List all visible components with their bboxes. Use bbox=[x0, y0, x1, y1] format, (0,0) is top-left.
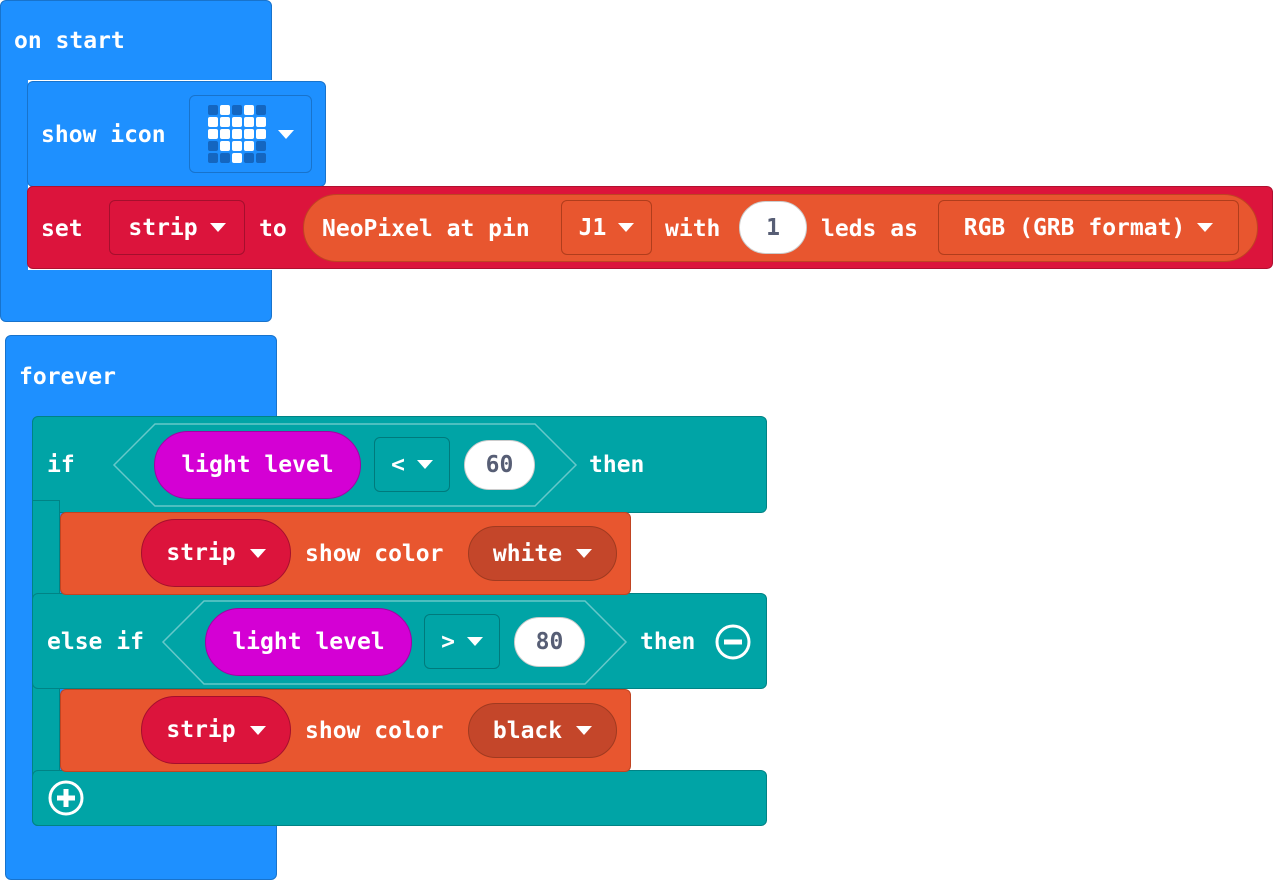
light-level-reporter[interactable]: light level bbox=[205, 608, 412, 676]
led-cell bbox=[255, 129, 266, 139]
led-cell bbox=[243, 117, 254, 127]
color-dropdown[interactable]: white bbox=[468, 526, 617, 581]
led-cell bbox=[219, 141, 230, 151]
led-cell bbox=[255, 117, 266, 127]
led-cell bbox=[219, 117, 230, 127]
led-cell bbox=[231, 141, 242, 151]
chevron-down-icon bbox=[576, 549, 593, 558]
led-cell bbox=[255, 153, 266, 163]
forever-label: forever bbox=[19, 364, 116, 390]
chevron-down-icon bbox=[277, 129, 294, 139]
light-level-reporter[interactable]: light level bbox=[154, 431, 361, 499]
chevron-down-icon bbox=[209, 223, 226, 232]
remove-else-if-icon[interactable] bbox=[714, 623, 752, 661]
variable-name: strip bbox=[128, 214, 198, 241]
if-label: if bbox=[47, 452, 75, 478]
show-icon-label: show icon bbox=[41, 122, 166, 148]
led-cell bbox=[219, 129, 230, 139]
icon-picker-dropdown[interactable] bbox=[189, 95, 312, 173]
chevron-down-icon bbox=[1197, 223, 1214, 232]
format-dropdown[interactable]: RGB (GRB format) bbox=[938, 200, 1239, 255]
variable-dropdown[interactable]: strip bbox=[109, 200, 245, 255]
led-cell bbox=[219, 153, 230, 163]
with-label: with bbox=[665, 216, 721, 242]
led-cell bbox=[207, 129, 218, 139]
led-cell bbox=[231, 105, 242, 115]
add-else-if-icon[interactable] bbox=[47, 779, 85, 817]
if-bottom bbox=[32, 770, 767, 826]
set-label: set bbox=[41, 216, 83, 242]
chevron-down-icon bbox=[618, 223, 635, 232]
led-cell bbox=[207, 153, 218, 163]
show-color-label: show color bbox=[305, 541, 444, 567]
else-if-label: else if bbox=[47, 629, 144, 655]
then-label: then bbox=[640, 629, 696, 655]
to-label: to bbox=[259, 216, 287, 242]
led-cell bbox=[243, 153, 254, 163]
led-cell bbox=[243, 105, 254, 115]
chevron-down-icon bbox=[466, 637, 483, 646]
led-cell bbox=[207, 117, 218, 127]
then-label: then bbox=[589, 452, 645, 478]
operator-value: > bbox=[441, 628, 455, 655]
operator-dropdown[interactable]: < bbox=[374, 437, 450, 492]
leds-count-input[interactable]: 1 bbox=[739, 201, 807, 254]
threshold-input[interactable]: 80 bbox=[514, 617, 585, 667]
color-value: white bbox=[492, 540, 563, 567]
threshold-input[interactable]: 60 bbox=[464, 440, 535, 490]
neopixel-label: NeoPixel at pin bbox=[322, 216, 530, 242]
pin-dropdown[interactable]: J1 bbox=[561, 200, 652, 255]
heart-icon bbox=[207, 105, 266, 163]
led-cell bbox=[231, 117, 242, 127]
led-cell bbox=[231, 129, 242, 139]
led-cell bbox=[219, 105, 230, 115]
led-cell bbox=[255, 141, 266, 151]
led-cell bbox=[255, 105, 266, 115]
strip-variable-reporter[interactable]: strip bbox=[141, 696, 291, 764]
led-cell bbox=[243, 141, 254, 151]
chevron-down-icon bbox=[576, 726, 593, 735]
leds-as-label: leds as bbox=[821, 216, 918, 242]
show-color-label: show color bbox=[305, 718, 444, 744]
variable-name: strip bbox=[166, 717, 236, 743]
led-cell bbox=[207, 105, 218, 115]
chevron-down-icon bbox=[416, 460, 433, 469]
on-start-label: on start bbox=[14, 28, 125, 54]
color-value: black bbox=[492, 717, 563, 744]
operator-value: < bbox=[391, 451, 405, 478]
led-cell bbox=[243, 129, 254, 139]
color-dropdown[interactable]: black bbox=[468, 703, 617, 758]
compare-condition-2[interactable] bbox=[0, 0, 628, 685]
variable-name: strip bbox=[166, 540, 236, 566]
pin-value: J1 bbox=[578, 214, 607, 241]
chevron-down-icon bbox=[249, 725, 266, 735]
chevron-down-icon bbox=[249, 548, 266, 558]
led-cell bbox=[231, 153, 242, 163]
operator-dropdown[interactable]: > bbox=[424, 614, 500, 669]
format-value: RGB (GRB format) bbox=[963, 214, 1186, 241]
strip-variable-reporter[interactable]: strip bbox=[141, 519, 291, 587]
led-cell bbox=[207, 141, 218, 151]
